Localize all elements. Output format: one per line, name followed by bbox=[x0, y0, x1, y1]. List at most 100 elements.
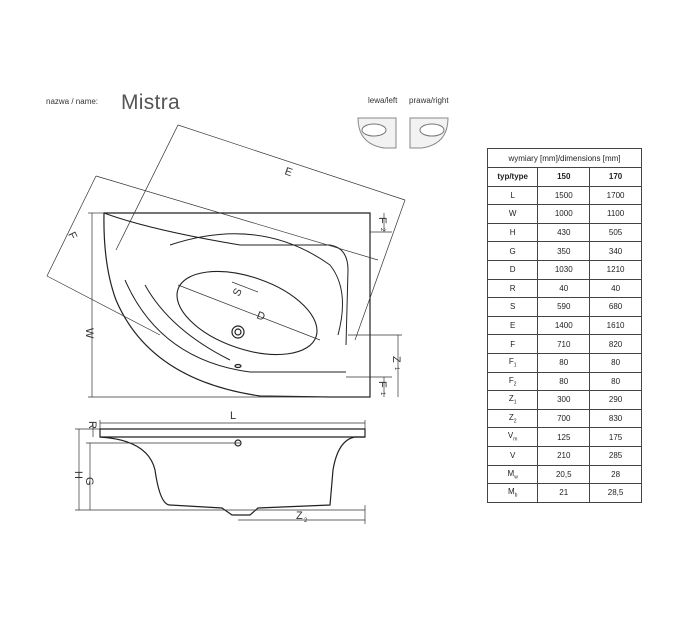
dim-label-E: E bbox=[283, 165, 294, 179]
row-value-150: 1000 bbox=[537, 204, 591, 224]
row-symbol: D bbox=[486, 259, 539, 280]
column-header-170: 170 bbox=[589, 167, 642, 187]
row-symbol: H bbox=[486, 222, 539, 243]
row-symbol: F1 bbox=[486, 352, 539, 373]
dim-label-Z2-sub: 2 bbox=[304, 518, 308, 524]
dim-label-F2: F bbox=[376, 217, 388, 224]
right-variant-thumbnail bbox=[409, 117, 449, 149]
row-value-150: 300 bbox=[537, 390, 591, 410]
column-header-type: typ/type bbox=[486, 167, 539, 187]
dimensions-table: wymiary [mm]/dimensions [mm] typ/type 15… bbox=[486, 148, 642, 503]
row-value-170: 680 bbox=[589, 297, 642, 317]
row-value-150: 1500 bbox=[537, 185, 591, 206]
row-value-170: 505 bbox=[589, 222, 642, 243]
row-value-150: 710 bbox=[537, 334, 591, 354]
row-value-150: 21 bbox=[537, 483, 591, 503]
dim-label-F: F bbox=[65, 230, 79, 242]
row-value-170: 1100 bbox=[589, 204, 642, 224]
name-label: nazwa / name: bbox=[46, 97, 99, 106]
dim-label-F1-sub: 1 bbox=[379, 392, 385, 396]
dim-label-Z2: Z bbox=[296, 510, 303, 522]
row-value-150: 350 bbox=[537, 241, 591, 261]
row-value-170: 1210 bbox=[589, 259, 642, 280]
dim-label-S: S bbox=[231, 286, 245, 298]
table-title: wymiary [mm]/dimensions [mm] bbox=[487, 148, 642, 168]
dimension-lines bbox=[46, 124, 406, 524]
dim-label-H: H bbox=[72, 471, 84, 479]
dim-label-W: W bbox=[83, 328, 95, 339]
column-header-150: 150 bbox=[537, 167, 591, 187]
row-value-170: 830 bbox=[589, 408, 642, 429]
row-value-150: 430 bbox=[537, 222, 591, 243]
row-value-170: 80 bbox=[589, 371, 642, 392]
variant-right-label: prawa/right bbox=[409, 96, 449, 105]
row-value-150: 40 bbox=[537, 278, 591, 299]
dim-label-F2-sub: 2 bbox=[379, 228, 385, 232]
row-value-170: 175 bbox=[589, 427, 642, 447]
dim-label-Z1: Z bbox=[390, 356, 402, 363]
row-value-170: 340 bbox=[589, 241, 642, 261]
dim-label-F1: F bbox=[376, 381, 388, 388]
row-symbol: Z1 bbox=[486, 390, 539, 410]
row-value-150: 80 bbox=[537, 352, 591, 373]
top-view-outline bbox=[103, 212, 371, 398]
model-name: Mistra bbox=[121, 91, 180, 114]
row-value-150: 1030 bbox=[537, 259, 591, 280]
row-symbol: E bbox=[486, 315, 539, 336]
row-value-150: 210 bbox=[537, 445, 591, 466]
row-value-170: 290 bbox=[589, 390, 642, 410]
left-variant-thumbnail bbox=[357, 117, 397, 149]
side-view-outline bbox=[99, 428, 366, 516]
dim-label-Z1-sub: 1 bbox=[393, 367, 399, 371]
row-value-170: 40 bbox=[589, 278, 642, 299]
row-symbol: Mw bbox=[486, 464, 539, 485]
row-value-170: 285 bbox=[589, 445, 642, 466]
dim-label-L: L bbox=[230, 410, 236, 422]
dim-label-D: D bbox=[255, 310, 267, 324]
row-symbol: S bbox=[486, 297, 539, 317]
row-value-150: 125 bbox=[537, 427, 591, 447]
row-value-150: 590 bbox=[537, 297, 591, 317]
row-value-150: 80 bbox=[537, 371, 591, 392]
row-symbol: R bbox=[486, 278, 539, 299]
row-symbol: Vm bbox=[486, 427, 539, 447]
row-value-170: 1700 bbox=[589, 185, 642, 206]
row-symbol: F2 bbox=[486, 371, 539, 392]
row-symbol: F bbox=[486, 334, 539, 354]
row-value-170: 28,5 bbox=[589, 483, 642, 503]
row-symbol: Mb bbox=[486, 483, 539, 503]
row-value-150: 700 bbox=[537, 408, 591, 429]
row-symbol: L bbox=[486, 185, 539, 206]
row-value-170: 28 bbox=[589, 464, 642, 485]
dim-label-G: G bbox=[83, 477, 95, 486]
row-symbol: G bbox=[486, 241, 539, 261]
table-header-row: typ/type 150 170 bbox=[486, 167, 642, 187]
row-value-170: 80 bbox=[589, 352, 642, 373]
row-symbol: V bbox=[486, 445, 539, 466]
row-symbol: W bbox=[486, 204, 539, 224]
row-value-150: 1400 bbox=[537, 315, 591, 336]
variant-left-label: lewa/left bbox=[368, 96, 398, 105]
dim-label-R: R bbox=[86, 421, 98, 429]
row-value-150: 20,5 bbox=[537, 464, 591, 485]
row-value-170: 820 bbox=[589, 334, 642, 354]
row-symbol: Z2 bbox=[486, 408, 539, 429]
